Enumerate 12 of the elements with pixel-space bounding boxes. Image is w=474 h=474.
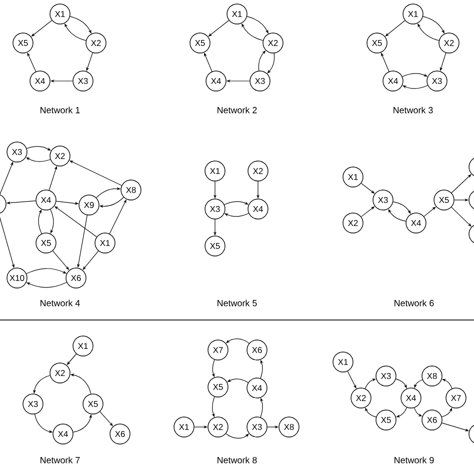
arrow (451, 174, 472, 194)
network-caption: Network 8 (218, 456, 257, 464)
network-caption: Network 5 (218, 300, 257, 306)
arrow (424, 206, 436, 217)
network-caption: Network 3 (394, 106, 433, 114)
network-caption: Network 7 (40, 456, 80, 464)
arrow (385, 20, 406, 36)
network-caption: Network 2 (218, 106, 257, 114)
network-caption: Network 4 (40, 300, 80, 306)
network-caption: Network 9 (394, 456, 434, 464)
network-caption: Network 6 (394, 300, 434, 306)
network-caption: Network 1 (40, 106, 80, 114)
